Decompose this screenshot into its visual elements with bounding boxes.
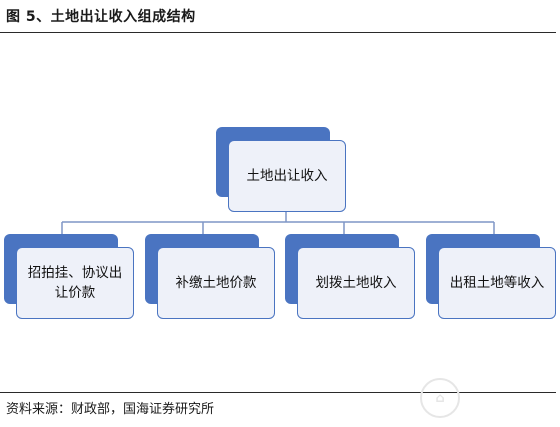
child-node-lease-income: 出租土地等收入 — [426, 234, 556, 320]
child-node-auction-transfer: 招拍挂、协议出让价款 — [4, 234, 134, 320]
child-node-allocation-income: 划拨土地收入 — [285, 234, 415, 320]
bottom-rule — [0, 392, 556, 393]
watermark-seal-icon: ⌂ — [420, 378, 460, 418]
child-node-label: 出租土地等收入 — [438, 247, 556, 319]
child-node-supplementary-payment: 补缴土地价款 — [145, 234, 275, 320]
child-node-label: 划拨土地收入 — [297, 247, 415, 319]
child-node-label: 补缴土地价款 — [157, 247, 275, 319]
root-node-label: 土地出让收入 — [228, 140, 346, 212]
root-node: 土地出让收入 — [216, 127, 346, 213]
child-node-label: 招拍挂、协议出让价款 — [16, 247, 134, 319]
top-rule — [0, 32, 556, 33]
source-note: 资料来源：财政部，国海证券研究所 — [6, 402, 215, 417]
figure-title: 图 5、土地出让收入组成结构 — [6, 9, 196, 25]
